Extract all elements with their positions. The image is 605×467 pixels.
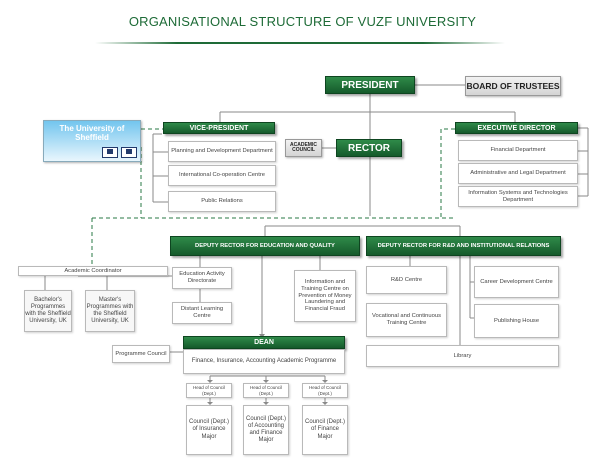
executive-director-box: EXECUTIVE DIRECTOR xyxy=(455,122,578,134)
publishing-house-box: Publishing House xyxy=(474,304,559,338)
board-of-trustees-box: BOARD OF TRUSTEES xyxy=(465,76,561,96)
university-of-sheffield-box: The University of Sheffield xyxy=(43,120,141,162)
sheffield-label: The University of Sheffield xyxy=(59,124,125,143)
academic-programme-box: Finance, Insurance, Accounting Academic … xyxy=(183,349,345,374)
distant-learning-box: Distant Learning Centre xyxy=(172,302,232,324)
head-of-council-2: Head of Council (Dept.) xyxy=(243,383,289,398)
information-systems-box: Information Systems and Technologies Dep… xyxy=(458,186,578,207)
deputy-rector-rd-box: DEPUTY RECTOR FOR R&D AND INSTITUTIONAL … xyxy=(366,236,561,256)
sheffield-crest-icon xyxy=(102,147,118,158)
head-of-council-1: Head of Council (Dept.) xyxy=(186,383,232,398)
financial-department-box: Financial Department xyxy=(458,140,578,161)
programme-council-box: Programme Council xyxy=(112,345,170,363)
council-insurance-box: Council (Dept.) of Insurance Major xyxy=(186,405,232,455)
page-title: ORGANISATIONAL STRUCTURE OF VUZF UNIVERS… xyxy=(128,14,477,29)
library-box: Library xyxy=(366,345,559,367)
academic-coordinator-box: Academic Coordinator xyxy=(18,266,168,276)
dean-box: DEAN xyxy=(183,336,345,349)
head-of-council-3: Head of Council (Dept.) xyxy=(302,383,348,398)
administrative-legal-box: Administrative and Legal Department xyxy=(458,163,578,184)
vice-president-box: VICE-PRESIDENT xyxy=(163,122,275,134)
public-relations-box: Public Relations xyxy=(168,191,276,212)
rector-box: RECTOR xyxy=(336,139,402,157)
council-accounting-finance-box: Council (Dept.) of Accounting and Financ… xyxy=(243,405,289,455)
academic-council-box: ACADEMIC COUNCIL xyxy=(285,139,322,157)
rd-centre-box: R&D Centre xyxy=(366,266,447,294)
deputy-rector-education-box: DEPUTY RECTOR FOR EDUCATION AND QUALITY xyxy=(170,236,360,256)
money-laundering-centre-box: Information and Training Centre on Preve… xyxy=(294,270,356,322)
vocational-training-box: Vocational and Continuous Training Centr… xyxy=(366,303,447,337)
bachelor-programmes-box: Bachelor's Programmes with the Sheffield… xyxy=(24,290,72,332)
council-finance-box: Council (Dept.) of Finance Major xyxy=(302,405,348,455)
master-programmes-box: Master's Programmes with the Sheffield U… xyxy=(85,290,135,332)
career-development-box: Career Development Centre xyxy=(474,266,559,298)
title-divider xyxy=(95,42,505,44)
sheffield-partner-logo-icon xyxy=(121,147,137,158)
planning-development-box: Planning and Development Department xyxy=(168,141,276,162)
education-activity-directorate-box: Education Activity Directorate xyxy=(172,267,232,289)
president-box: PRESIDENT xyxy=(325,76,415,94)
international-cooperation-box: International Co-operation Centre xyxy=(168,165,276,186)
